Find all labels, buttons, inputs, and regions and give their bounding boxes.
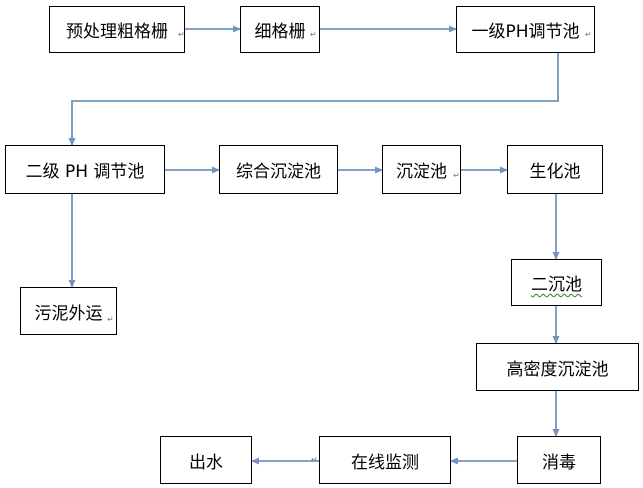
node-pre-grid-label: 预处理粗格栅 — [66, 22, 168, 42]
node-sec-sed-label: 二沉池 — [531, 275, 582, 295]
paragraph-mark-icon: ↵ — [107, 315, 114, 324]
paragraph-mark-icon: ↵ — [311, 455, 318, 464]
paragraph-mark-icon: ↵ — [178, 30, 185, 39]
node-hd-sed: 高密度沉淀池 — [476, 343, 639, 391]
node-comp-sed-label: 综合沉淀池 — [236, 162, 321, 182]
paragraph-mark-icon: ↵ — [310, 30, 317, 39]
node-sed: 沉淀池 — [382, 145, 461, 194]
node-bio-label: 生化池 — [529, 162, 581, 182]
node-comp-sed: 综合沉淀池 — [219, 145, 338, 194]
node-sludge-label: 污泥外运 — [34, 303, 103, 324]
node-ph2-label: 二级 PH 调节池 — [25, 162, 145, 182]
node-sec-sed: 二沉池 — [511, 259, 602, 306]
node-monitor-label: 在线监测 — [351, 452, 419, 473]
paragraph-mark-icon: ↵ — [585, 30, 592, 39]
node-ph1-label: 一级PH调节池 — [471, 22, 580, 42]
node-outlet: 出水 — [160, 436, 252, 484]
node-fine-grid: 细格栅 — [240, 6, 320, 53]
node-ph1: 一级PH调节池 — [456, 6, 595, 53]
node-sed-label: 沉淀池 — [396, 162, 447, 182]
node-bio: 生化池 — [507, 145, 603, 194]
node-monitor: 在线监测 — [319, 436, 451, 484]
node-disinfect-label: 消毒 — [542, 452, 576, 473]
node-fine-grid-label: 细格栅 — [254, 22, 306, 42]
node-hd-sed-label: 高密度沉淀池 — [506, 359, 609, 380]
node-outlet-label: 出水 — [189, 452, 223, 473]
node-ph2: 二级 PH 调节池 — [5, 145, 165, 194]
node-pre-grid: 预处理粗格栅 — [49, 6, 185, 53]
paragraph-mark-icon: ↵ — [453, 171, 460, 180]
node-sludge: 污泥外运 — [20, 287, 117, 335]
arrow-ph1-to-ph2 — [68, 52, 559, 146]
node-disinfect: 消毒 — [517, 436, 601, 484]
